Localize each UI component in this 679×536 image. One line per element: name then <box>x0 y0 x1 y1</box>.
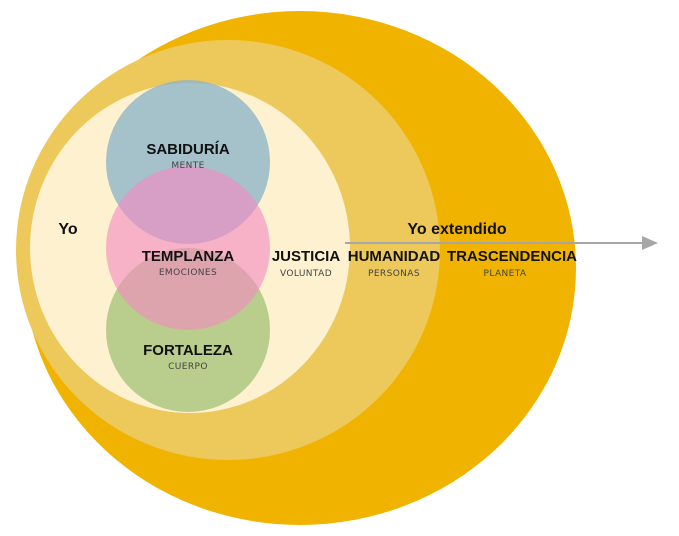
humanidad-subtitle: PERSONAS <box>368 269 420 279</box>
label-yo: Yo <box>58 221 77 238</box>
label-yo-extendido: Yo extendido <box>407 221 506 238</box>
fortaleza-subtitle: CUERPO <box>168 362 208 372</box>
sabiduria-subtitle: MENTE <box>171 161 204 171</box>
templanza-subtitle: EMOCIONES <box>159 268 217 278</box>
justicia-subtitle: VOLUNTAD <box>280 269 332 279</box>
trascendencia-subtitle: PLANETA <box>484 269 527 279</box>
arrow-right-icon <box>345 236 658 250</box>
fortaleza-title: FORTALEZA <box>143 342 233 359</box>
sabiduria-title: SABIDURÍA <box>146 141 230 158</box>
arrow-head <box>642 236 658 250</box>
humanidad-title: HUMANIDAD <box>348 248 441 265</box>
overlap-circles <box>106 80 270 412</box>
templanza-title: TEMPLANZA <box>142 248 235 265</box>
justicia-title: JUSTICIA <box>272 248 341 265</box>
trascendencia-title: TRASCENDENCIA <box>447 248 577 265</box>
circle-templanza <box>106 166 270 330</box>
